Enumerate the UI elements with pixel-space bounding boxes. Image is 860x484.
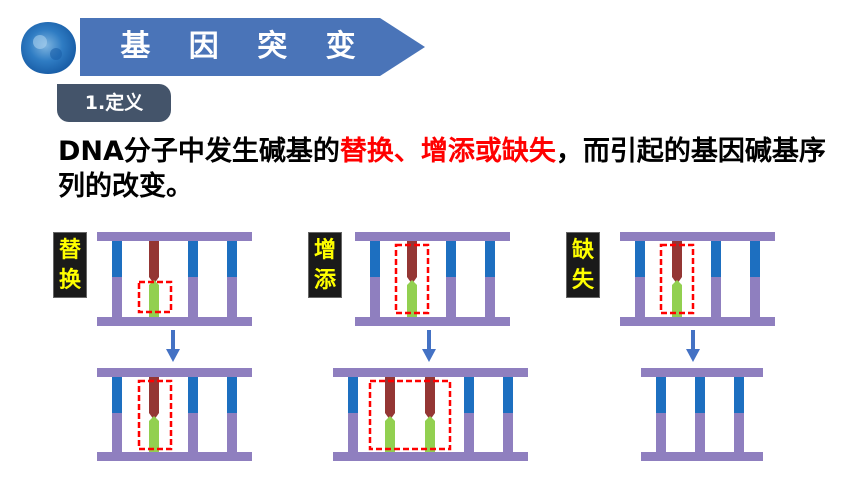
down-arrow-icon bbox=[166, 330, 180, 362]
base-purple bbox=[188, 277, 198, 317]
definition-text: DNA分子中发生碱基的替换、增添或缺失，而引起的基因碱基序列的改变。 bbox=[58, 134, 838, 204]
base-blue bbox=[112, 241, 122, 277]
deletion-before-dna bbox=[620, 232, 775, 326]
decorative-blob-icon bbox=[21, 22, 76, 74]
label-substitution: 替换 bbox=[53, 232, 87, 298]
dashed-highlight-box bbox=[368, 379, 452, 451]
backbone-top bbox=[97, 232, 252, 241]
backbone-bottom bbox=[97, 317, 252, 326]
substitution-after-dna bbox=[97, 368, 252, 461]
down-arrow-icon bbox=[686, 330, 700, 362]
base-purple bbox=[112, 277, 122, 317]
addition-after-dna bbox=[333, 368, 528, 461]
base-blue bbox=[188, 241, 198, 277]
label-addition: 增添 bbox=[308, 232, 342, 298]
dashed-highlight-box bbox=[659, 243, 695, 315]
definition-part1: DNA分子中发生碱基的 bbox=[58, 136, 340, 167]
base-blue bbox=[227, 241, 237, 277]
section-tag: 1.定义 bbox=[57, 84, 171, 122]
dashed-highlight-box bbox=[394, 243, 430, 315]
dashed-highlight-box bbox=[137, 379, 173, 451]
label-deletion: 缺失 bbox=[566, 232, 600, 298]
base-green bbox=[149, 285, 159, 317]
base-dark-red bbox=[149, 241, 159, 277]
page-title: 基 因 突 变 bbox=[120, 29, 370, 64]
definition-highlight: 替换、增添或缺失 bbox=[339, 136, 556, 167]
dashed-highlight-box bbox=[137, 280, 173, 314]
substitution-before-dna bbox=[97, 232, 252, 326]
addition-before-dna bbox=[355, 232, 510, 326]
definition-part2: ，而引起的基因碱基序列的改变。 bbox=[58, 136, 826, 202]
base-purple bbox=[227, 277, 237, 317]
down-arrow-icon bbox=[422, 330, 436, 362]
deletion-after-dna bbox=[641, 368, 763, 461]
title-banner bbox=[80, 18, 425, 76]
